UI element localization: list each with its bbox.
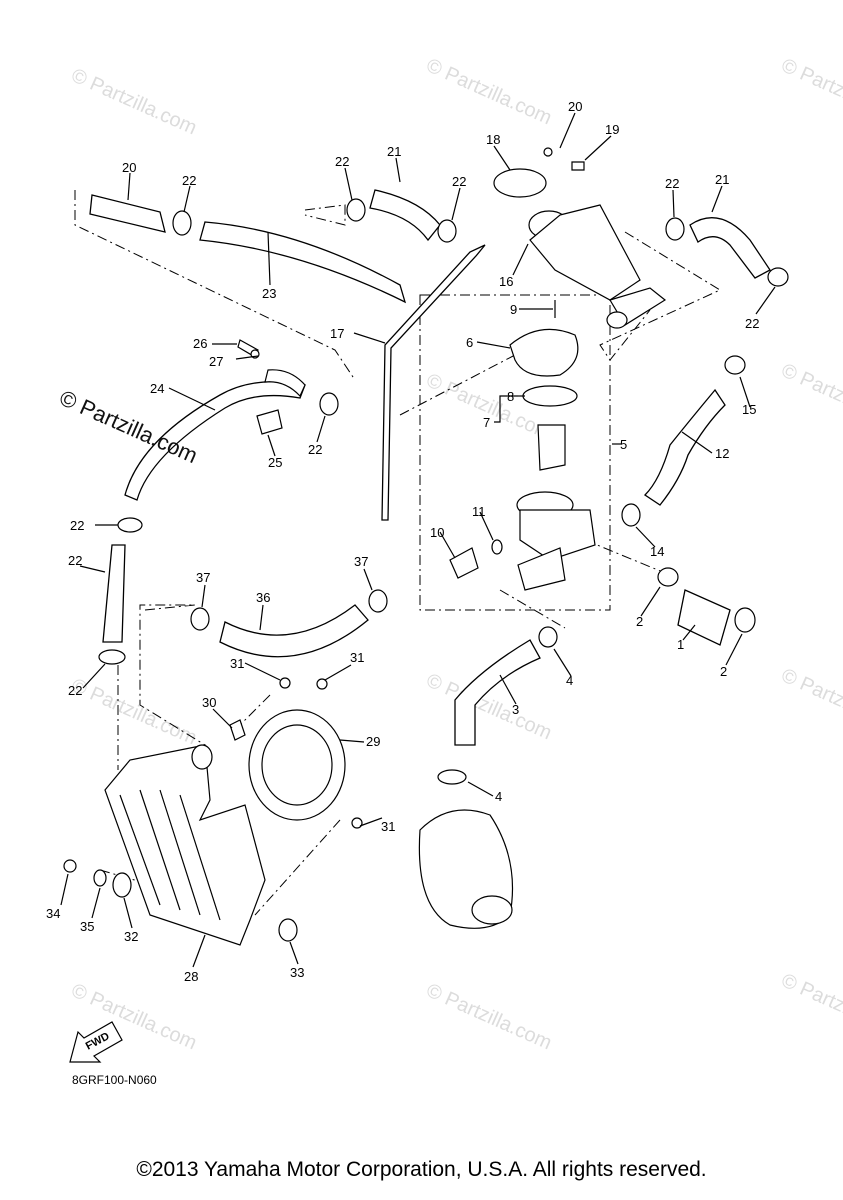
callout-22: 22 bbox=[182, 173, 196, 188]
pipe-16 bbox=[381, 244, 486, 521]
watermark: © Partzilla.com bbox=[423, 979, 555, 1054]
callout-21: 22 bbox=[68, 553, 82, 568]
callout-22: 22 bbox=[745, 316, 759, 331]
hose-20-left bbox=[89, 194, 166, 233]
watermark: © Partzilla.com bbox=[423, 369, 555, 444]
callout-18: 19 bbox=[605, 122, 619, 137]
callout-16: 17 bbox=[330, 326, 344, 341]
callout-5: 5 bbox=[620, 437, 627, 452]
diagram-code: 8GRF100-N060 bbox=[72, 1073, 157, 1087]
callout-12: 12 bbox=[715, 446, 729, 461]
callout-9: 9 bbox=[510, 302, 517, 317]
callout-31: 31 bbox=[381, 819, 395, 834]
callout-6: 6 bbox=[466, 335, 473, 350]
watermark: © Partzilla.com bbox=[778, 54, 843, 129]
callout-7: 7 bbox=[483, 415, 490, 430]
callout-37: 37 bbox=[354, 554, 368, 569]
fwd-arrow-icon: FWD bbox=[69, 1021, 123, 1063]
callout-22: 22 bbox=[308, 442, 322, 457]
callout-4: 4 bbox=[495, 789, 502, 804]
callout-31: 31 bbox=[350, 650, 364, 665]
watermark: © Partzilla.com bbox=[778, 359, 843, 434]
callout-26: 26 bbox=[193, 336, 207, 351]
hose-12 bbox=[643, 388, 726, 506]
callout-22: 22 bbox=[70, 518, 84, 533]
hose-21-left bbox=[102, 544, 126, 643]
hardware bbox=[63, 339, 363, 942]
callout-13: 14 bbox=[650, 544, 664, 559]
watermark: © Partzilla.com bbox=[423, 54, 555, 129]
hose-3 bbox=[454, 639, 541, 746]
callout-33: 33 bbox=[290, 965, 304, 980]
callout-23: 23 bbox=[262, 286, 276, 301]
callout-22: 22 bbox=[452, 174, 466, 189]
callout-10: 10 bbox=[430, 525, 444, 540]
callout-32: 32 bbox=[124, 929, 138, 944]
copyright-notice: ©2013 Yamaha Motor Corporation, U.S.A. A… bbox=[136, 1158, 707, 1181]
callout-11: 11 bbox=[472, 504, 486, 519]
callout-21: 21 bbox=[715, 172, 729, 187]
callout-20: 20 bbox=[122, 160, 136, 175]
hose-36 bbox=[219, 604, 369, 658]
watermark: © Partzilla.com bbox=[778, 664, 843, 739]
callout-14: 15 bbox=[742, 402, 756, 417]
callout-2: 2 bbox=[720, 664, 727, 679]
callout-31: 31 bbox=[230, 656, 244, 671]
callout-37: 37 bbox=[196, 570, 210, 585]
watermark: © Partzilla.com bbox=[68, 64, 200, 139]
callout-17: 18 bbox=[486, 132, 500, 147]
hose-21-right bbox=[689, 217, 771, 279]
callout-36: 36 bbox=[256, 590, 270, 605]
hoses bbox=[89, 189, 771, 746]
callout-30: 30 bbox=[202, 695, 216, 710]
callout-34: 34 bbox=[46, 906, 60, 921]
leader-lines bbox=[60, 112, 776, 968]
callout-28: 28 bbox=[184, 969, 198, 984]
reservoir-tank bbox=[493, 147, 667, 329]
callout-labels: 20 22 23 22 21 22 18 20 19 22 21 22 16 1… bbox=[46, 99, 759, 984]
assembly-lines bbox=[74, 190, 722, 916]
clamps bbox=[98, 198, 789, 785]
callout-19: 20 bbox=[568, 99, 582, 114]
water-pump bbox=[418, 809, 514, 929]
callout-22: 22 bbox=[68, 683, 82, 698]
hose-1 bbox=[677, 589, 731, 646]
callout-35: 35 bbox=[80, 919, 94, 934]
thermostat-assembly bbox=[449, 300, 596, 591]
callout-24: 24 bbox=[150, 381, 164, 396]
callout-25: 25 bbox=[268, 455, 282, 470]
watermark: © Partzilla.com bbox=[68, 674, 200, 749]
callout-2: 2 bbox=[636, 614, 643, 629]
callout-29: 29 bbox=[366, 734, 380, 749]
hose-20-top bbox=[369, 189, 441, 242]
callout-4: 4 bbox=[566, 673, 573, 688]
callout-20: 21 bbox=[387, 144, 401, 159]
callout-1: 1 bbox=[677, 637, 684, 652]
callout-3: 3 bbox=[512, 702, 519, 717]
callout-22: 22 bbox=[335, 154, 349, 169]
callout-22: 22 bbox=[665, 176, 679, 191]
hose-23 bbox=[199, 221, 407, 304]
callout-15: 16 bbox=[499, 274, 513, 289]
watermark: © Partzilla.com bbox=[778, 969, 843, 1044]
radiator-fan bbox=[104, 709, 346, 946]
callout-27: 27 bbox=[209, 354, 223, 369]
callout-8: 8 bbox=[507, 389, 514, 404]
